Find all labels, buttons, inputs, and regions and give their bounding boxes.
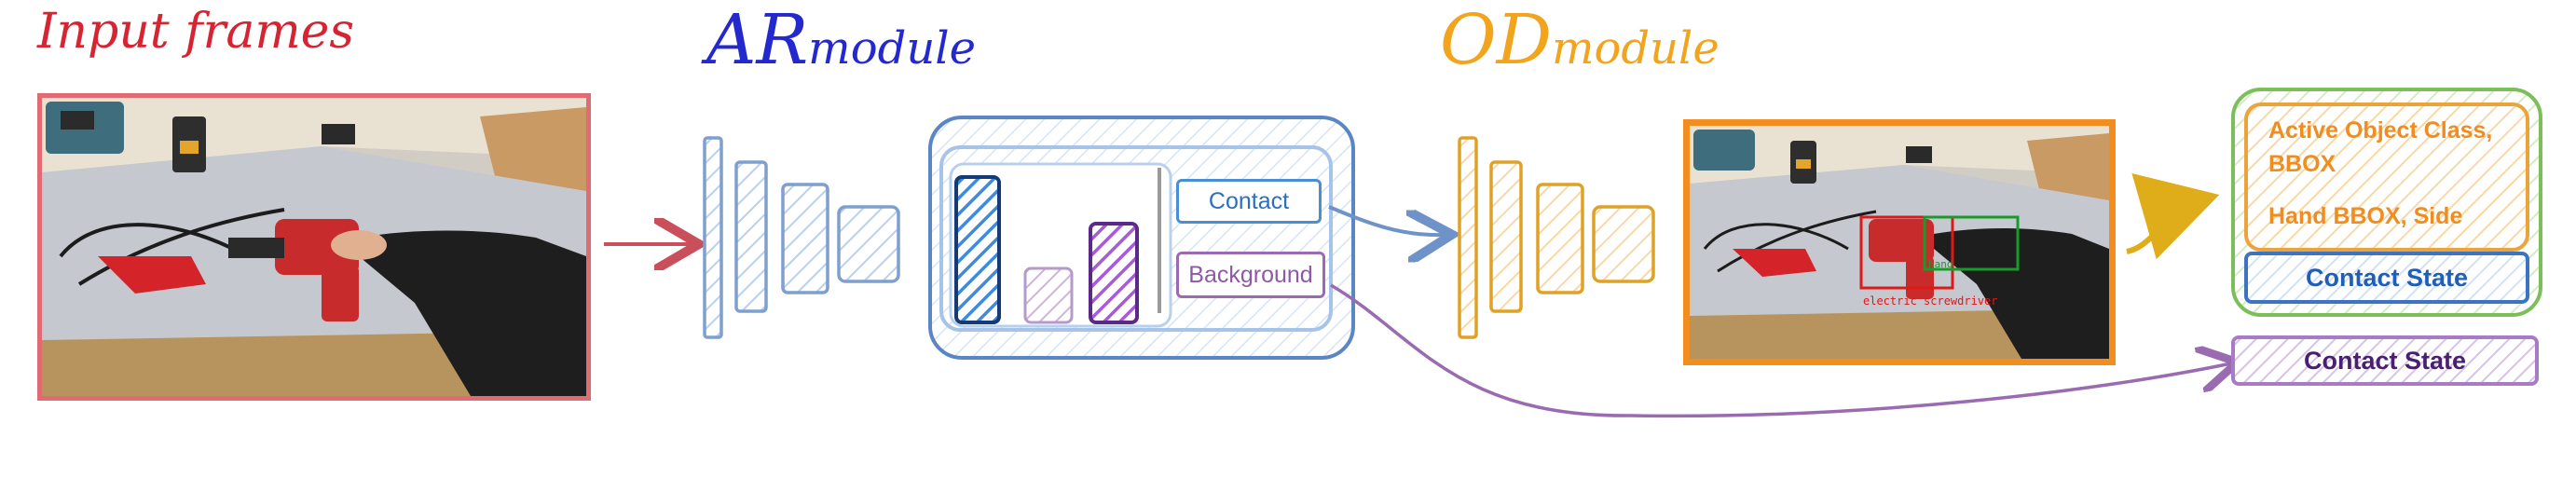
od-encoder xyxy=(1458,136,1655,339)
output-contact-box-top xyxy=(2244,252,2529,304)
ar-bar-contact xyxy=(954,175,1001,324)
ar-bar-background xyxy=(1023,266,1074,324)
output-contact-box-bottom xyxy=(2231,335,2539,386)
contact-to-od-arrow xyxy=(1328,205,1445,235)
output-hand-bbox-side: Hand BBOX, Side xyxy=(2268,203,2463,229)
contact-state-bottom: Contact State xyxy=(2303,346,2467,375)
contact-state-top: Contact State xyxy=(2305,263,2469,292)
background-label: Background xyxy=(1176,252,1325,298)
output-object-bbox: BBOX xyxy=(2268,151,2336,177)
detection-frame-image: hand electric screwdriver xyxy=(1683,119,2116,365)
input-frame-image xyxy=(37,93,591,401)
od-to-output-arrow xyxy=(2126,173,2220,260)
output-object-class: Active Object Class, xyxy=(2268,117,2493,144)
output-detection-box xyxy=(2244,102,2529,252)
object-bbox-label: electric screwdriver xyxy=(1863,294,1998,308)
ar-encoder xyxy=(703,136,900,339)
input-frames-title: Input frames xyxy=(37,4,355,60)
od-module-title: ODmodule xyxy=(1440,0,1720,80)
object-bbox xyxy=(1859,215,1954,290)
hand-bbox xyxy=(1923,215,2020,271)
contact-label: Contact xyxy=(1176,179,1322,224)
background-to-output-arrow xyxy=(1330,283,2231,418)
ar-module-title: ARmodule xyxy=(706,0,976,80)
hand-bbox-label: hand xyxy=(1928,258,1953,270)
ar-bar-purple xyxy=(1089,222,1139,324)
